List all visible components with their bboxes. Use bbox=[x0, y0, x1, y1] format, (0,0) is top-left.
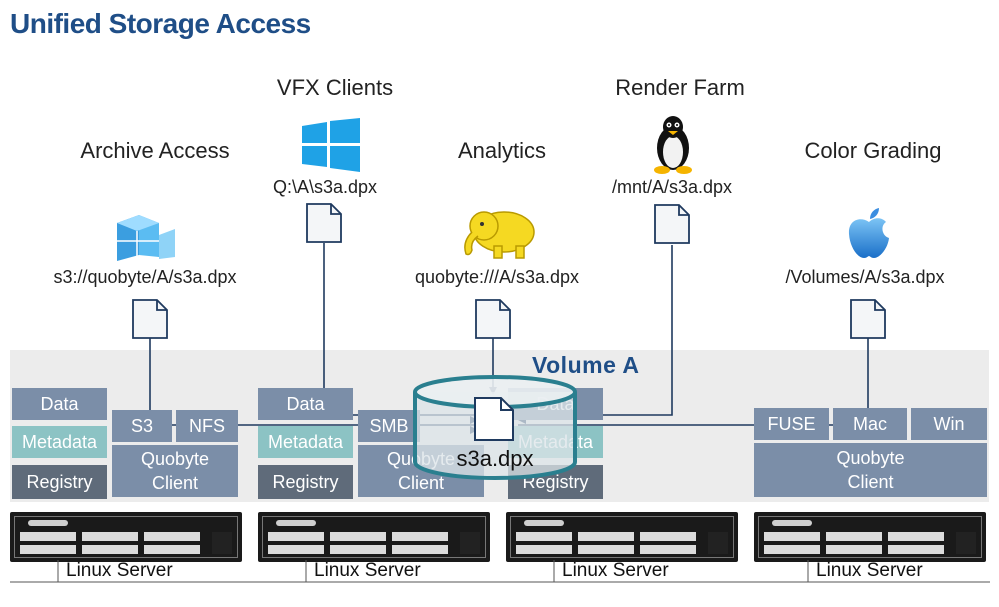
node1-registry-box: Registry bbox=[12, 465, 107, 499]
node4-win-box: Win bbox=[911, 408, 987, 440]
volume-title: Volume A bbox=[532, 352, 640, 378]
file-icon-volume bbox=[474, 397, 514, 441]
file-icon-archive bbox=[132, 299, 168, 339]
volume-file-label: s3a.dpx bbox=[456, 446, 534, 471]
apple-icon bbox=[848, 208, 889, 258]
node1-s3-box: S3 bbox=[112, 410, 172, 442]
node2-smb-box: SMB bbox=[358, 410, 420, 442]
client-line-1: Quobyte bbox=[140, 449, 210, 469]
path-archive: s3://quobyte/A/s3a.dpx bbox=[53, 267, 237, 287]
node2-data-box: Data bbox=[258, 388, 353, 420]
hadoop-elephant-icon bbox=[464, 211, 535, 259]
file-icon-vfx bbox=[306, 203, 342, 243]
node4-quobyte-client: Quobyte Client bbox=[754, 443, 987, 497]
file-icon-color bbox=[850, 299, 886, 339]
client-line-2: Client bbox=[847, 472, 894, 492]
client-label-analytics: Analytics bbox=[457, 138, 547, 163]
server-details bbox=[20, 520, 976, 554]
page-title: Unified Storage Access bbox=[10, 8, 311, 39]
node1-data-box: Data bbox=[12, 388, 107, 420]
client-line-2: Client bbox=[151, 473, 199, 493]
node1-nfs-box: NFS bbox=[176, 410, 238, 442]
client-label-vfx: VFX Clients bbox=[276, 75, 394, 100]
storage-cubes-icon bbox=[117, 215, 175, 261]
node1-quobyte-client: Quobyte Client bbox=[112, 445, 238, 497]
server-label-4: Linux Server bbox=[816, 560, 923, 581]
linux-penguin-icon bbox=[654, 116, 692, 174]
path-color: /Volumes/A/s3a.dpx bbox=[785, 267, 945, 287]
client-label-archive: Archive Access bbox=[80, 138, 230, 163]
node4-mac-box: Mac bbox=[833, 408, 907, 440]
node1-metadata-box: Metadata bbox=[12, 426, 107, 458]
windows-icon bbox=[302, 118, 360, 172]
file-icon-analytics bbox=[475, 299, 511, 339]
server-label-2: Linux Server bbox=[314, 560, 421, 581]
client-line-1: Quobyte bbox=[836, 448, 905, 468]
path-analytics: quobyte:///A/s3a.dpx bbox=[414, 267, 580, 287]
server-baseline bbox=[10, 560, 990, 583]
node2-registry-box: Registry bbox=[258, 465, 353, 499]
server-label-1: Linux Server bbox=[66, 560, 173, 581]
path-render: /mnt/A/s3a.dpx bbox=[611, 177, 733, 197]
node4-fuse-box: FUSE bbox=[754, 408, 829, 440]
path-vfx: Q:\A\s3a.dpx bbox=[272, 177, 378, 197]
server-label-3: Linux Server bbox=[562, 560, 669, 581]
file-icon-render bbox=[654, 204, 690, 244]
client-line-2: Client bbox=[397, 473, 445, 493]
node2-metadata-box: Metadata bbox=[258, 426, 353, 458]
client-label-render: Render Farm bbox=[615, 75, 745, 100]
client-label-color: Color Grading bbox=[804, 138, 942, 163]
